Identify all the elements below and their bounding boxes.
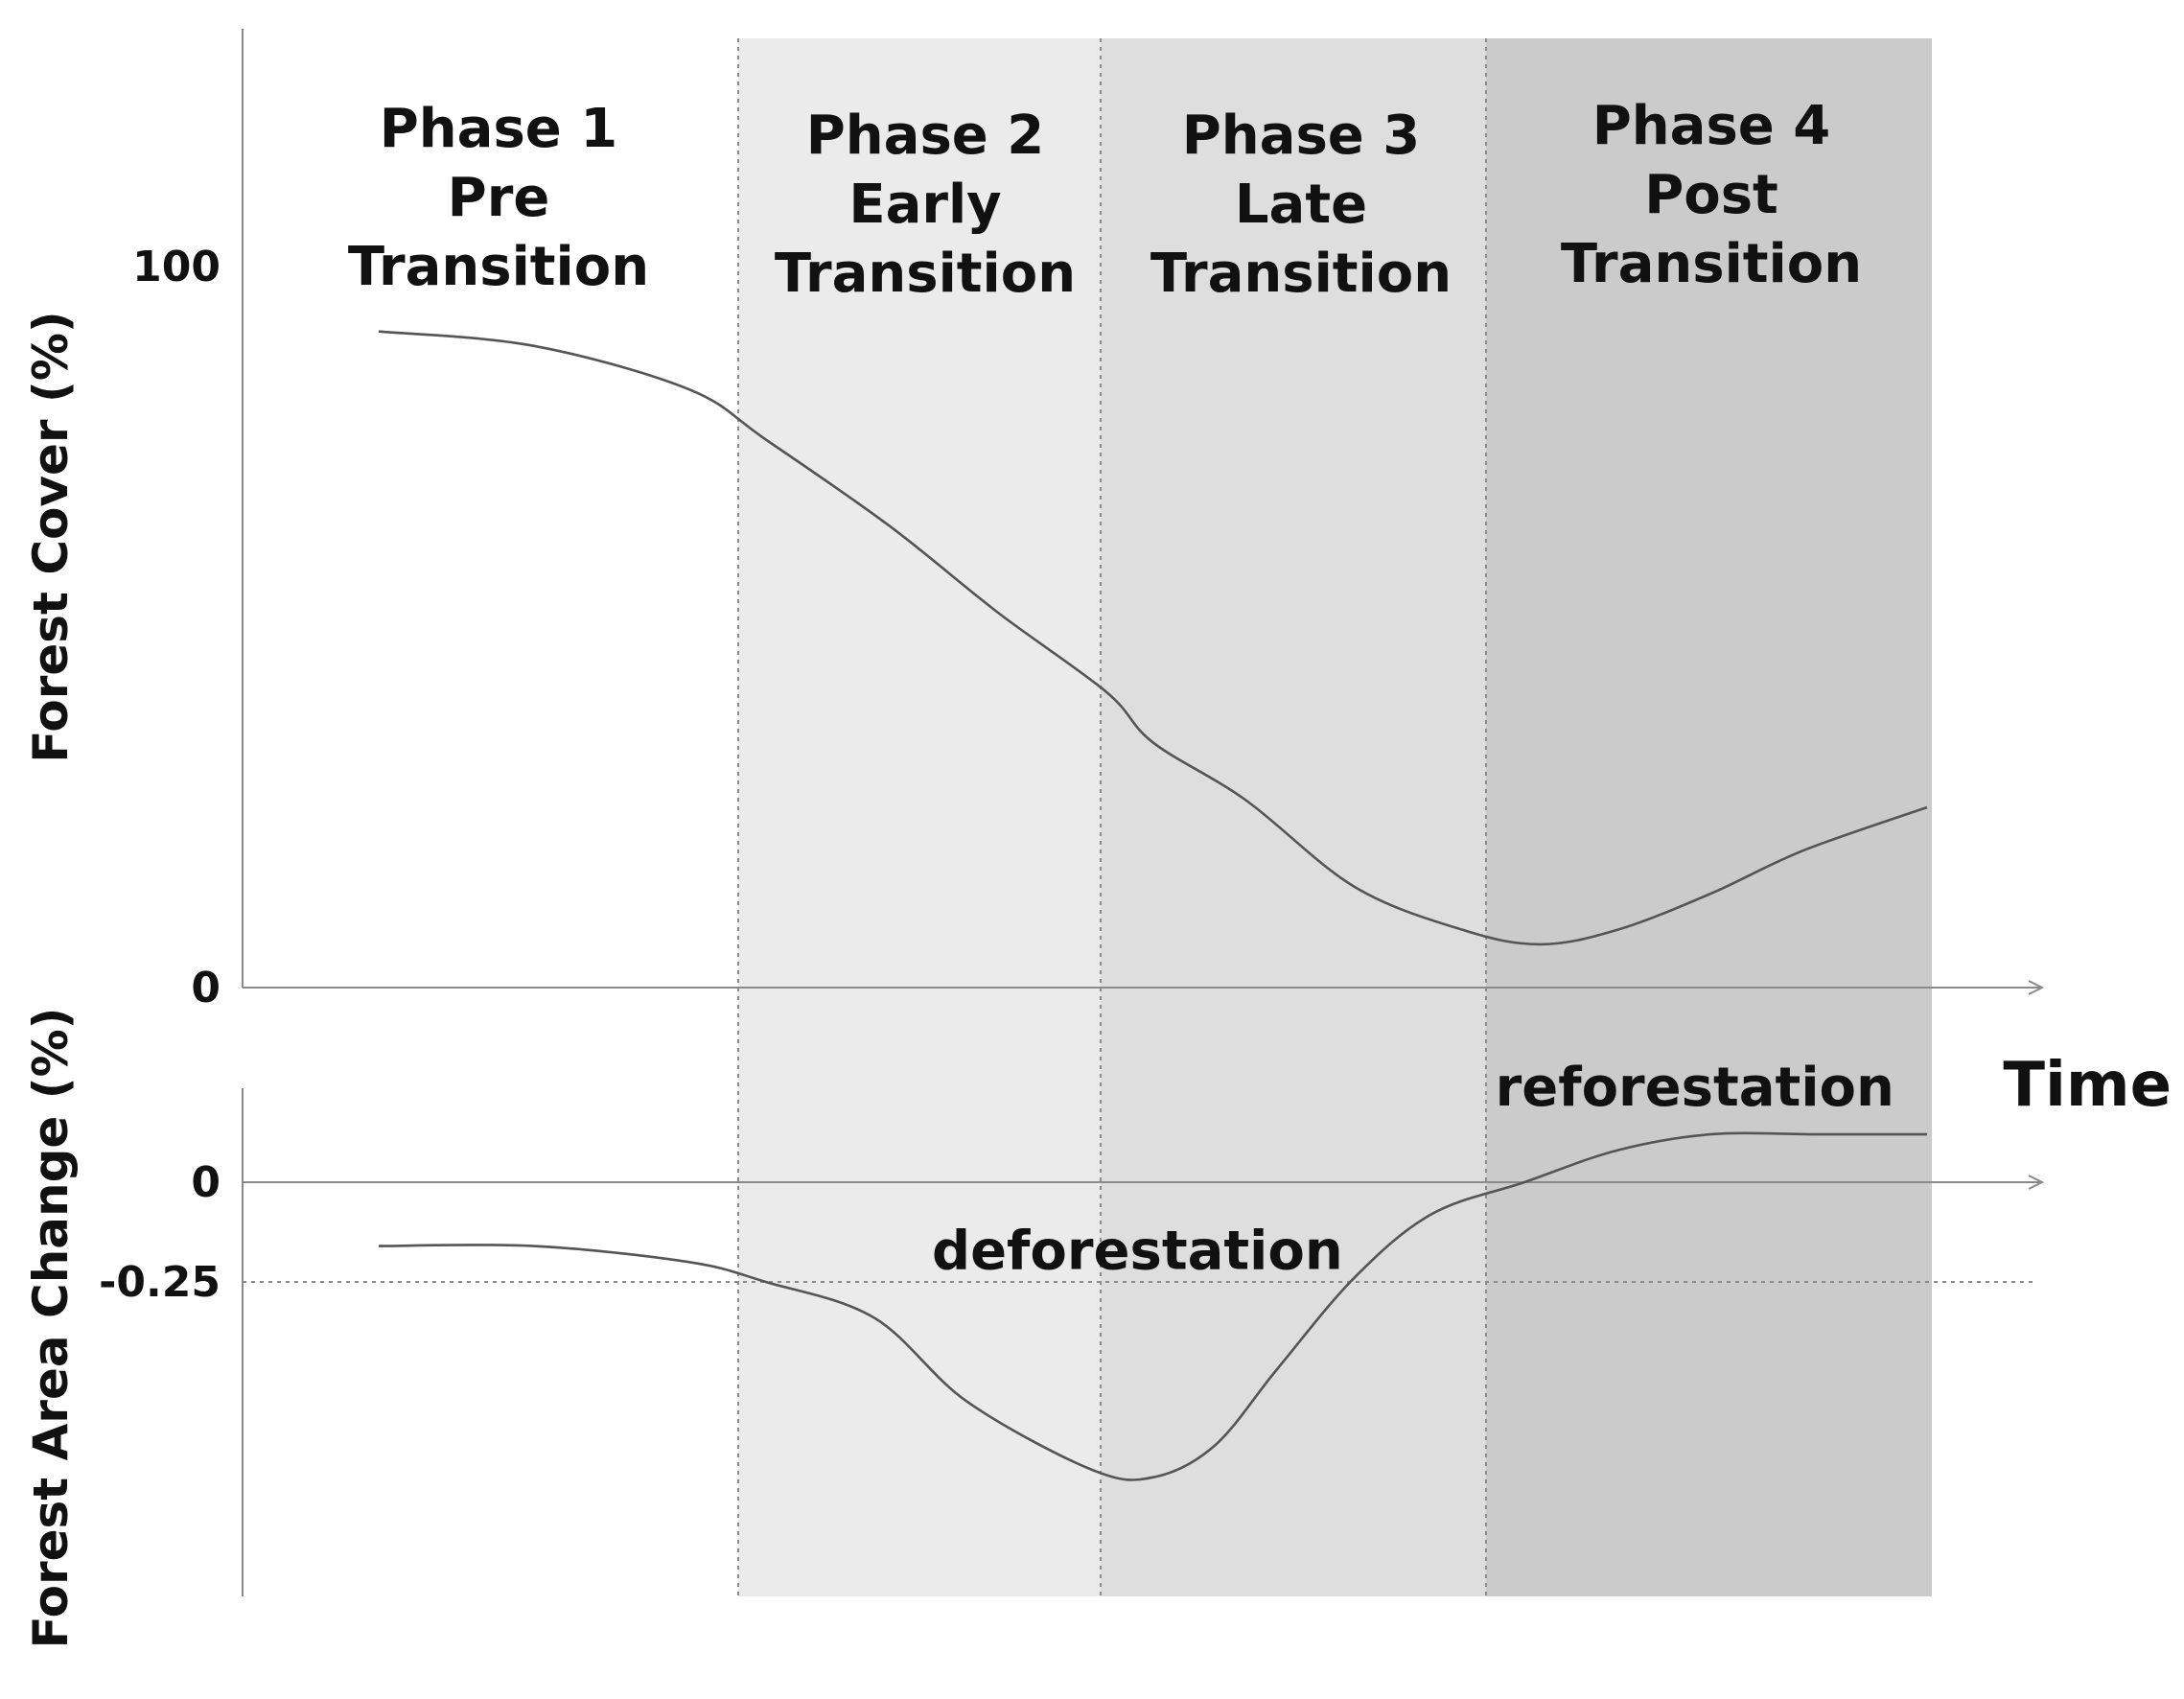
forest-area-change-tick--0.25: -0.25 (99, 1258, 221, 1307)
forest-area-change-tick-0: 0 (191, 1158, 221, 1207)
phase-3-band (1101, 38, 1486, 1596)
phase-3-label-line-2: Late (1235, 174, 1367, 236)
phase-4-label-line-3: Transition (1561, 233, 1862, 295)
x-axis-title: Time (2003, 1050, 2172, 1121)
phase-2-label-line-2: Early (848, 174, 1001, 236)
curves (378, 330, 1928, 1481)
phase-dividers (737, 38, 1487, 1596)
phase-4-label-line-2: Post (1644, 164, 1778, 226)
phase-2-band (738, 38, 1101, 1596)
phase-1-label-line-2: Pre (448, 167, 550, 229)
annotation-reforestation: reforestation (1496, 1057, 1894, 1119)
phase-bands (738, 38, 1932, 1596)
phase-1-label-line-3: Transition (348, 236, 649, 298)
phase-3-label-line-3: Transition (1150, 243, 1452, 305)
phase-2-label-line-1: Phase 2 (806, 105, 1044, 167)
forest-cover-curve (378, 330, 1928, 946)
phase-2-label-line-3: Transition (775, 243, 1076, 305)
time-axis-arrow (2028, 980, 2045, 995)
forest-cover-axis-title: Forest Cover (%) (23, 311, 79, 763)
zero-change-arrow (2028, 1175, 2045, 1190)
axes (242, 29, 2045, 1596)
phase-3-label-line-1: Phase 3 (1182, 105, 1420, 167)
phase-1-label-line-1: Phase 1 (380, 98, 617, 160)
forest-cover-tick-100: 100 (132, 243, 221, 291)
forest-cover-tick-0: 0 (191, 964, 221, 1012)
phase-4-label-line-1: Phase 4 (1592, 95, 1830, 157)
forest-area-change-axis-title: Forest Area Change (%) (23, 1007, 79, 1648)
annotation-deforestation: deforestation (932, 1221, 1343, 1283)
forest-area-change-curve (378, 1131, 1927, 1481)
phase-4-band (1486, 38, 1932, 1596)
